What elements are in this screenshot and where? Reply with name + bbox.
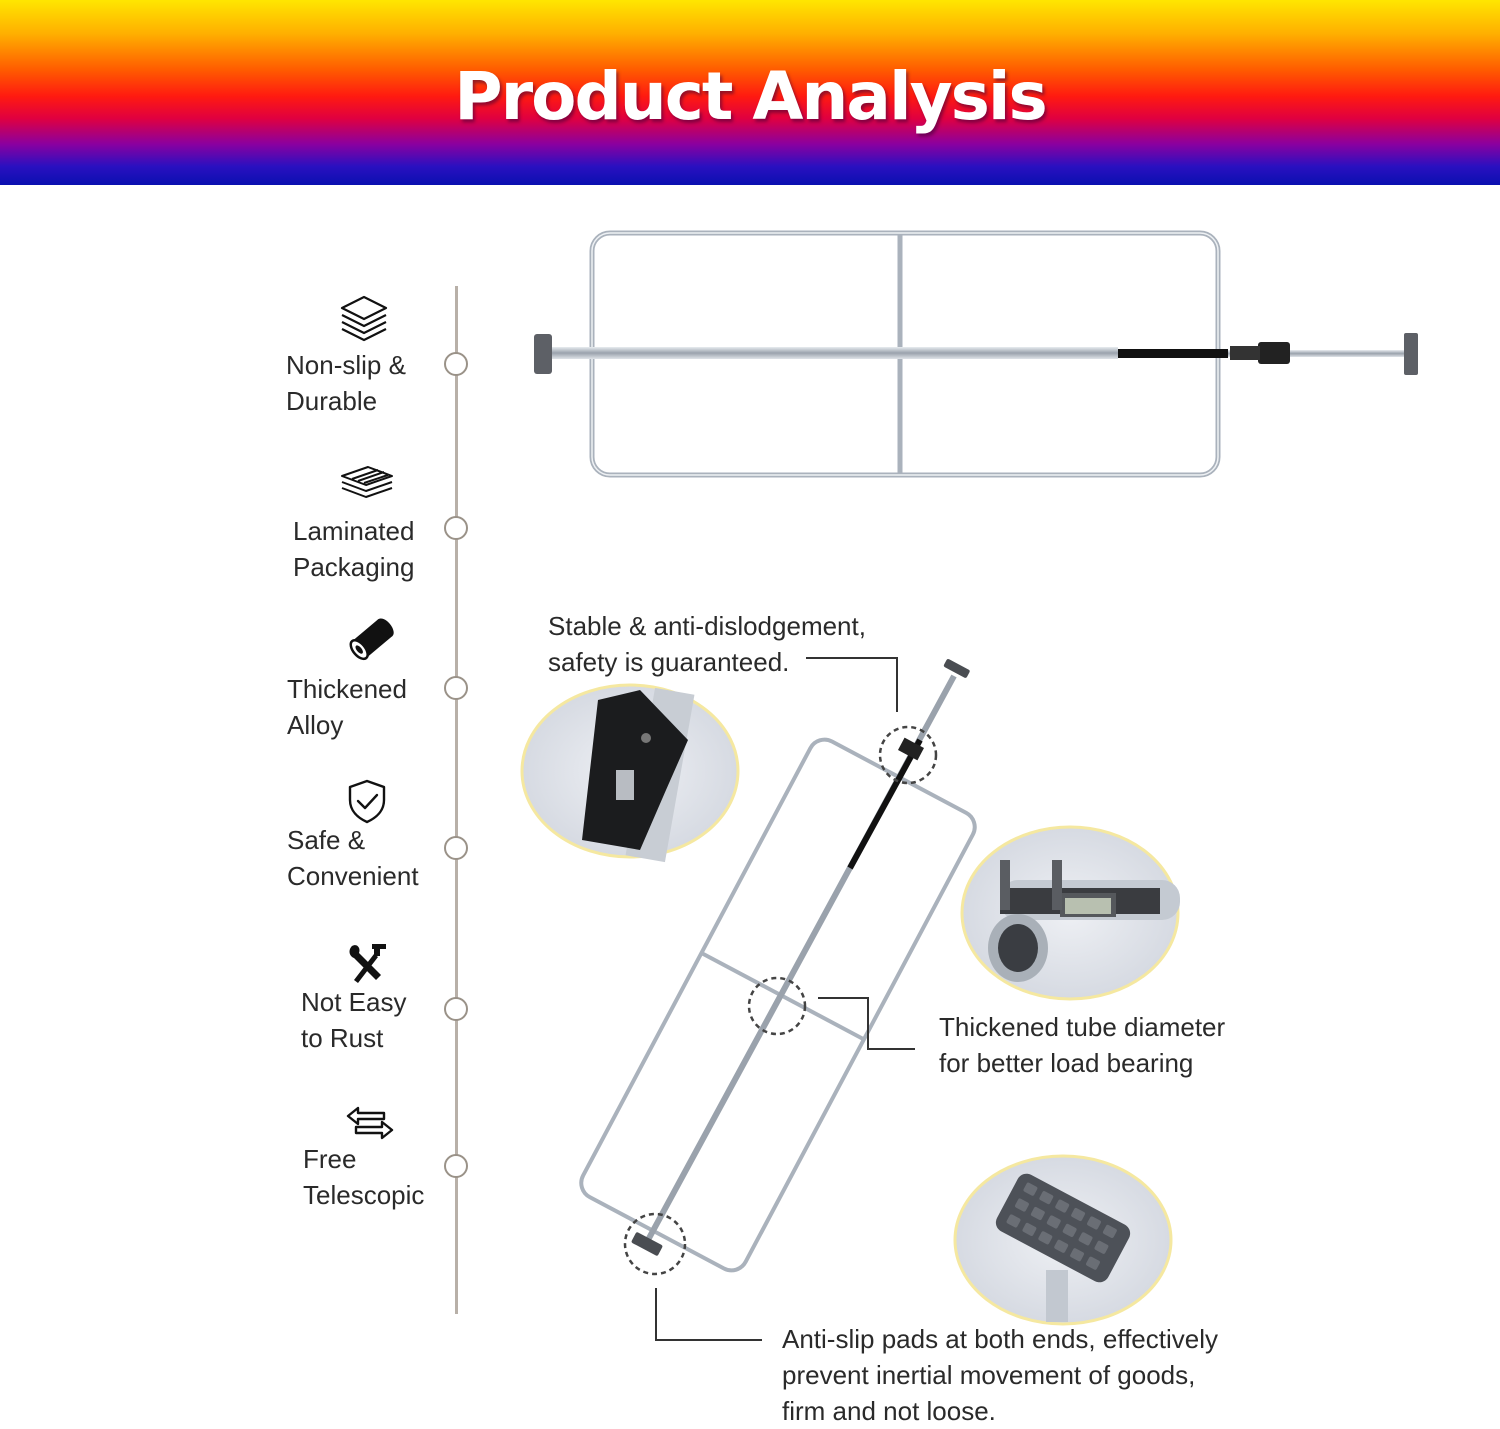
timeline-dot [444,1154,468,1178]
callout-line: safety is guaranteed. [548,647,790,677]
page-title: Product Analysis [454,58,1048,135]
feature-label-line2: to Rust [301,1023,384,1053]
callout-line: for better load bearing [939,1048,1194,1078]
feature-label-line2: Telescopic [303,1180,425,1210]
timeline-dot [444,676,468,700]
timeline-dot [444,836,468,860]
feature-label-line2: Packaging [293,552,415,582]
feature-label-line1: Non-slip & [286,350,406,380]
feature-label-line1: Safe & [287,825,366,855]
callout-line: Anti-slip pads at both ends, effectively [782,1324,1218,1354]
tools-icon [349,944,386,983]
detail-caliper-photo [960,825,1180,1001]
callout-pads: Anti-slip pads at both ends, effectively… [782,1321,1218,1429]
timeline-dot [444,352,468,376]
callout-line: firm and not loose. [782,1396,996,1426]
detail-pad-photo [953,1154,1173,1326]
feature-label-line1: Laminated [293,516,415,546]
shield-check-icon [348,779,386,824]
feature-label-line2: Convenient [287,861,419,891]
callout-tube: Thickened tube diameter for better load … [939,1009,1225,1081]
callout-line: Stable & anti-dislodgement, [548,611,866,641]
layers-icon [340,295,388,342]
timeline-dot [444,997,468,1021]
feature-label-line1: Free [303,1144,357,1174]
telescopic-arrows-icon [346,1106,394,1140]
callout-line: prevent inertial movement of goods, [782,1360,1196,1390]
timeline-dot [444,516,468,540]
timeline-line [455,286,458,1314]
callout-line: Thickened tube diameter [939,1012,1226,1042]
tube-icon [349,618,394,661]
feature-label-line2: Durable [286,386,378,416]
callout-stable: Stable & anti-dislodgement, safety is gu… [548,608,866,680]
header-banner: Product Analysis [0,0,1500,185]
product-top-view [534,230,1418,478]
feature-label-line2: Alloy [287,710,344,740]
feature-label-line1: Not Easy [301,987,407,1017]
feature-label-line1: Thickened [287,674,407,704]
laminated-sheets-icon [341,466,393,498]
product-angled-view [579,659,977,1276]
detail-clamp-photo [520,683,740,863]
callout-lines [655,657,915,1341]
